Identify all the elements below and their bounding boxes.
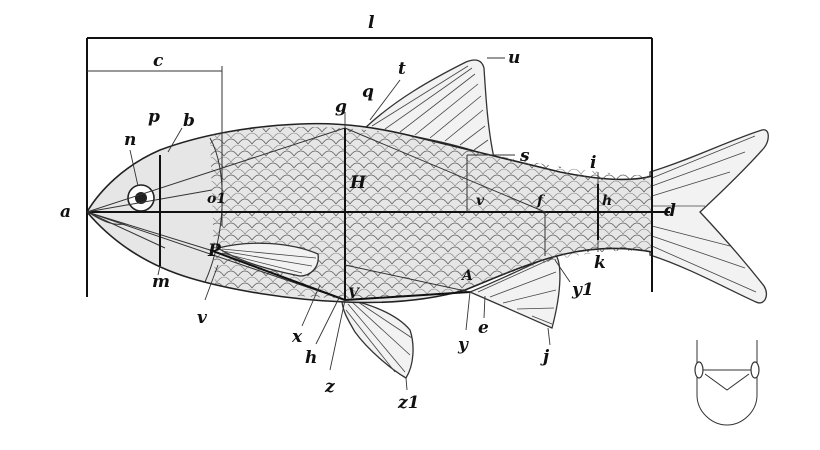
caudal-fin [649, 129, 769, 304]
label-i: i [590, 153, 596, 173]
caudal-fin-rays [651, 135, 757, 293]
label-u: u [508, 48, 520, 68]
label-e: e [478, 318, 489, 338]
label-a: a [60, 202, 71, 222]
label-c: c [153, 51, 164, 71]
leader-lines [129, 57, 599, 391]
label-n: n [124, 130, 136, 150]
label-h-small: h [602, 193, 612, 209]
label-h-lower: h [305, 348, 317, 368]
head-ventral-view-inset [694, 340, 760, 426]
label-d: d [664, 201, 676, 221]
label-t: t [398, 59, 406, 79]
anal-fin [468, 253, 561, 329]
label-A: A [460, 268, 473, 284]
label-H: H [349, 173, 367, 193]
pectoral-fin-rays [221, 248, 317, 274]
pelvic-fin-rays [345, 301, 413, 373]
label-b: b [183, 111, 195, 131]
label-s: s [519, 146, 530, 166]
label-j: j [540, 347, 550, 367]
label-P: P [207, 241, 222, 261]
label-p: p [148, 107, 160, 127]
label-x: x [291, 327, 303, 347]
label-z1: z1 [397, 393, 419, 413]
diagram-labels: l c a n p b o1 g q t u s i H v f h d P m… [60, 13, 676, 413]
label-o1: o1 [207, 191, 226, 207]
label-y1: y1 [571, 280, 594, 300]
label-v-lower: v [197, 308, 208, 328]
label-l: l [368, 13, 375, 33]
label-q: q [362, 82, 374, 102]
dorsal-fin-rays [371, 65, 489, 151]
label-f: f [536, 193, 546, 209]
label-g: g [335, 97, 347, 117]
label-V: V [348, 286, 361, 302]
label-v-upper: v [476, 193, 485, 209]
label-z: z [324, 377, 335, 397]
label-k: k [594, 253, 606, 273]
measurement-lines [86, 37, 670, 301]
pectoral-fin [216, 242, 319, 277]
label-y: y [457, 335, 469, 355]
label-m: m [152, 272, 170, 292]
